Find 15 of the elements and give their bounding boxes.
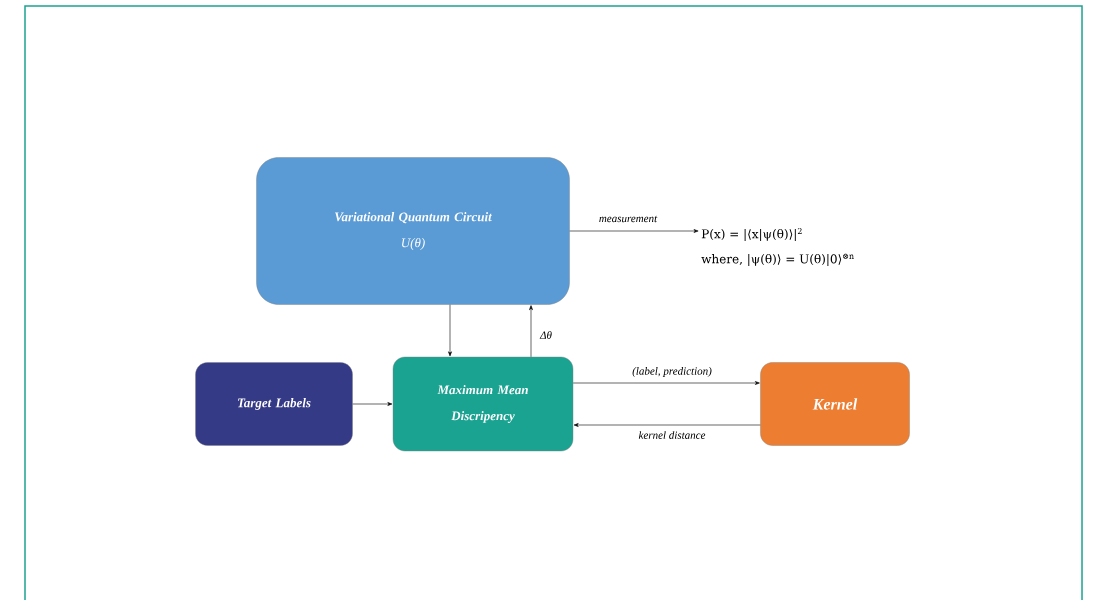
arrow <box>352 402 393 406</box>
arrow <box>448 304 452 357</box>
kernel-box: Kernel <box>760 362 910 446</box>
arrow <box>529 305 533 358</box>
labels-box: Target Labels <box>195 362 353 446</box>
edge-label: Δθ <box>539 330 553 340</box>
discrepancy-box: Maximum Mean Discripency <box>392 356 574 452</box>
edge-label: kernel distance <box>637 430 707 440</box>
arrow <box>569 229 699 233</box>
arrow <box>572 381 760 385</box>
edge-label: (label, prediction) <box>631 366 713 378</box>
arrow <box>573 423 761 427</box>
edge-label: measurement <box>597 214 659 224</box>
circuit-box: Variational Quantum Circuit U(θ) <box>256 157 570 305</box>
formula-text: P(x) = |⟨x|ψ(θ)⟩|$^{2}$ where, |ψ(θ)⟩ = U(θ)|0⟩$^{⊗n}$ <box>701 227 854 267</box>
